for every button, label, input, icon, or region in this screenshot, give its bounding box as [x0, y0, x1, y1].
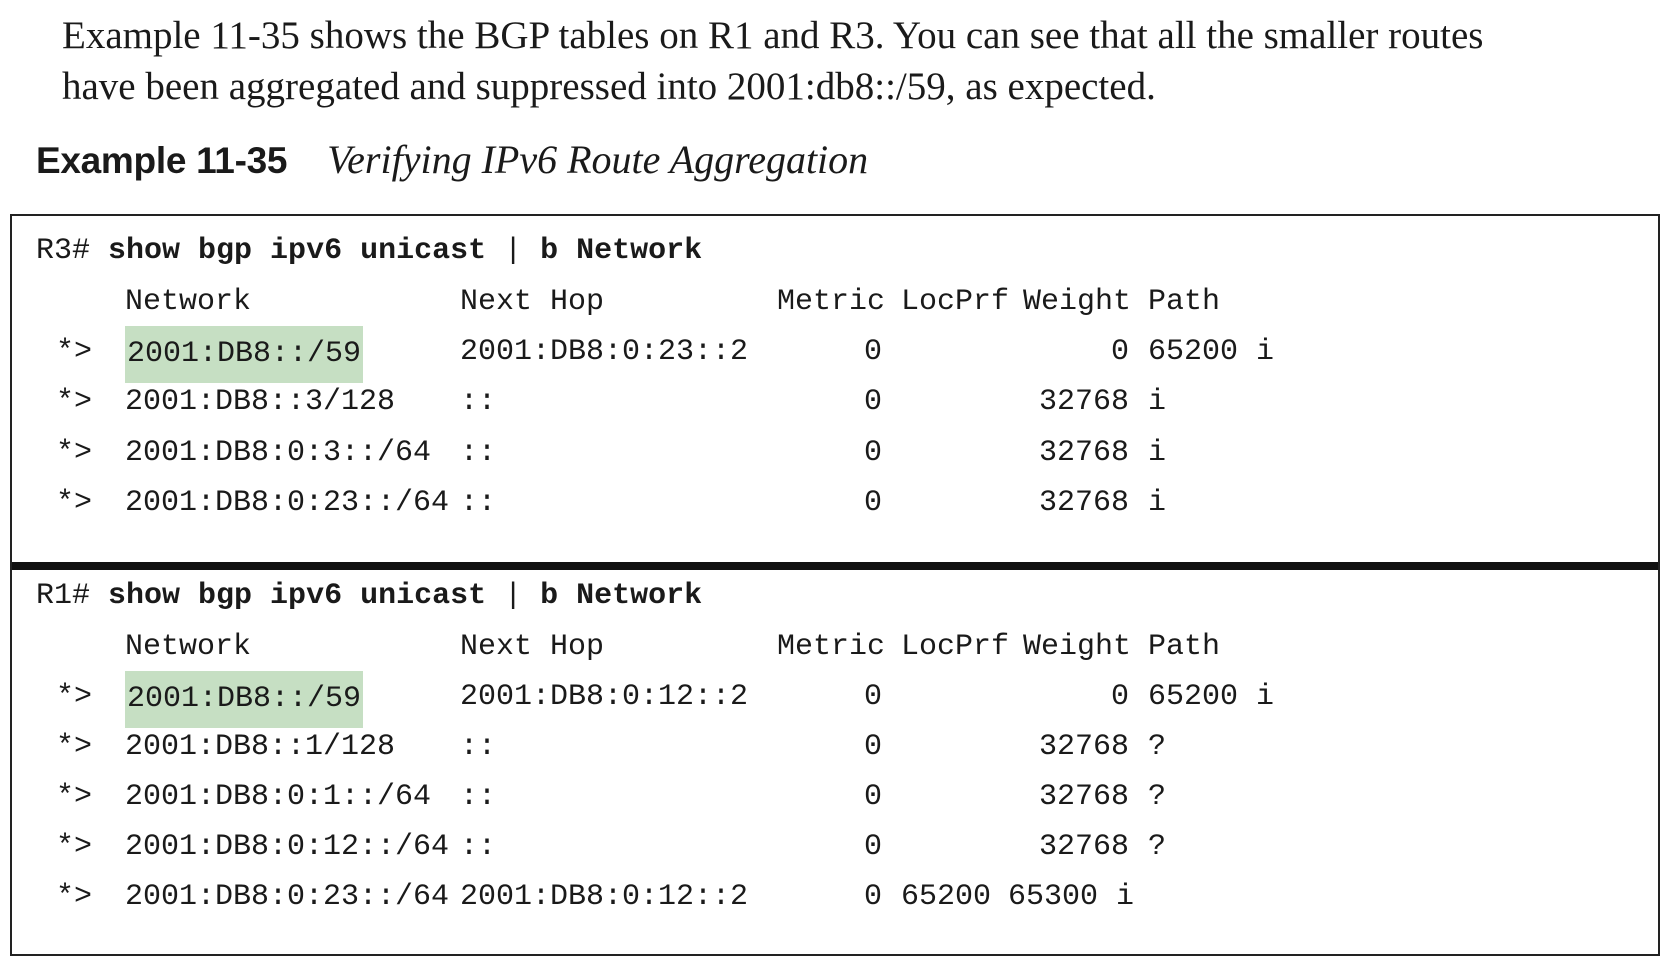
row-network-highlighted: 2001:DB8::/59	[125, 326, 364, 383]
row-weight: 32768	[1038, 385, 1129, 419]
row-status: *>	[56, 680, 93, 714]
row-path: ?	[1148, 830, 1167, 864]
cli-output-box: R3# show bgp ipv6 unicast | b Network Ne…	[10, 214, 1660, 956]
table-row: *> 2001:DB8:0:12::/64 :: 0 32768 ?	[12, 821, 1652, 874]
row-weight: 32768	[1038, 436, 1129, 470]
table-row: *> 2001:DB8::1/128 :: 0 32768 ?	[12, 721, 1652, 774]
row-status: *>	[56, 385, 93, 419]
row-weight: 32768	[1038, 830, 1129, 864]
command-line: R3# show bgp ipv6 unicast | b Network	[12, 225, 1652, 278]
header-metric: Metric	[777, 285, 886, 319]
row-network: 2001:DB8::3/128	[125, 385, 396, 419]
prompt: R1#	[36, 579, 91, 613]
row-path: ?	[1148, 730, 1167, 764]
intro-paragraph: Example 11-35 shows the BGP tables on R1…	[62, 10, 1652, 112]
table-row: *> 2001:DB8:0:23::/64 2001:DB8:0:12::2 0…	[12, 871, 1652, 924]
row-status: *>	[56, 486, 93, 520]
table-row: *> 2001:DB8:0:1::/64 :: 0 32768 ?	[12, 771, 1652, 824]
pipe: |	[504, 579, 523, 613]
row-network: 2001:DB8:0:23::/64	[125, 486, 450, 520]
row-weight: 32768	[1038, 730, 1129, 764]
row-weight: 32768	[1038, 780, 1129, 814]
row-network: 2001:DB8:0:12::/64	[125, 830, 450, 864]
header-row: Network Next Hop Metric LocPrf Weight Pa…	[12, 276, 1652, 329]
row-nexthop: 2001:DB8:0:12::2	[460, 680, 749, 714]
row-weight: 0	[1110, 680, 1129, 714]
pipe: |	[504, 234, 523, 268]
row-weight: 32768	[1038, 486, 1129, 520]
header-network: Network	[125, 630, 252, 664]
command-line: R1# show bgp ipv6 unicast | b Network	[12, 570, 1652, 623]
row-locprf: 65200	[901, 880, 992, 914]
section-divider	[12, 562, 1658, 570]
row-metric: 0	[863, 436, 882, 470]
row-status: *>	[56, 335, 93, 369]
table-row: *> 2001:DB8::/59 2001:DB8:0:23::2 0 0 65…	[12, 326, 1652, 383]
row-metric: 0	[863, 880, 882, 914]
row-path: i	[1148, 385, 1167, 419]
intro-line-2: have been aggregated and suppressed into…	[62, 65, 1156, 108]
row-metric: 0	[863, 680, 882, 714]
row-path: 65200 i	[1148, 680, 1275, 714]
filter: b Network	[540, 579, 703, 613]
row-metric: 0	[863, 385, 882, 419]
row-nexthop: ::	[460, 780, 497, 814]
row-network: 2001:DB8::1/128	[125, 730, 396, 764]
row-nexthop: ::	[460, 730, 497, 764]
row-metric: 0	[863, 486, 882, 520]
row-path: 65300 i	[1008, 880, 1135, 914]
row-nexthop: ::	[460, 486, 497, 520]
row-nexthop: 2001:DB8:0:12::2	[460, 880, 749, 914]
header-row: Network Next Hop Metric LocPrf Weight Pa…	[12, 621, 1652, 674]
row-status: *>	[56, 436, 93, 470]
row-network-highlighted: 2001:DB8::/59	[125, 671, 364, 728]
row-path: 65200 i	[1148, 335, 1275, 369]
intro-line-1: Example 11-35 shows the BGP tables on R1…	[62, 14, 1484, 57]
row-path: i	[1148, 436, 1167, 470]
row-path: ?	[1148, 780, 1167, 814]
header-locprf: LocPrf	[901, 285, 1010, 319]
row-weight: 0	[1110, 335, 1129, 369]
row-nexthop: ::	[460, 385, 497, 419]
row-metric: 0	[863, 780, 882, 814]
prompt: R3#	[36, 234, 91, 268]
header-network: Network	[125, 285, 252, 319]
table-row: *> 2001:DB8::/59 2001:DB8:0:12::2 0 0 65…	[12, 671, 1652, 728]
command: show bgp ipv6 unicast	[108, 234, 487, 268]
table-row: *> 2001:DB8::3/128 :: 0 32768 i	[12, 376, 1652, 429]
example-label: Example 11-35	[36, 140, 288, 181]
row-status: *>	[56, 730, 93, 764]
header-locprf: LocPrf	[901, 630, 1010, 664]
row-nexthop: 2001:DB8:0:23::2	[460, 335, 749, 369]
header-nexthop: Next Hop	[460, 285, 605, 319]
row-metric: 0	[863, 830, 882, 864]
header-weight: Weight	[1023, 285, 1132, 319]
table-row: *> 2001:DB8:0:23::/64 :: 0 32768 i	[12, 477, 1652, 530]
header-path: Path	[1148, 285, 1221, 319]
command: show bgp ipv6 unicast	[108, 579, 487, 613]
example-title: Example 11-35 Verifying IPv6 Route Aggre…	[36, 136, 868, 183]
row-nexthop: ::	[460, 830, 497, 864]
header-metric: Metric	[777, 630, 886, 664]
row-status: *>	[56, 780, 93, 814]
row-network: 2001:DB8:0:1::/64	[125, 780, 432, 814]
row-metric: 0	[863, 730, 882, 764]
row-status: *>	[56, 880, 93, 914]
filter: b Network	[540, 234, 703, 268]
row-path: i	[1148, 486, 1167, 520]
header-weight: Weight	[1023, 630, 1132, 664]
row-nexthop: ::	[460, 436, 497, 470]
row-network: 2001:DB8:0:23::/64	[125, 880, 450, 914]
header-path: Path	[1148, 630, 1221, 664]
table-row: *> 2001:DB8:0:3::/64 :: 0 32768 i	[12, 427, 1652, 480]
row-status: *>	[56, 830, 93, 864]
row-metric: 0	[863, 335, 882, 369]
row-network: 2001:DB8:0:3::/64	[125, 436, 432, 470]
header-nexthop: Next Hop	[460, 630, 605, 664]
example-caption: Verifying IPv6 Route Aggregation	[327, 137, 869, 182]
